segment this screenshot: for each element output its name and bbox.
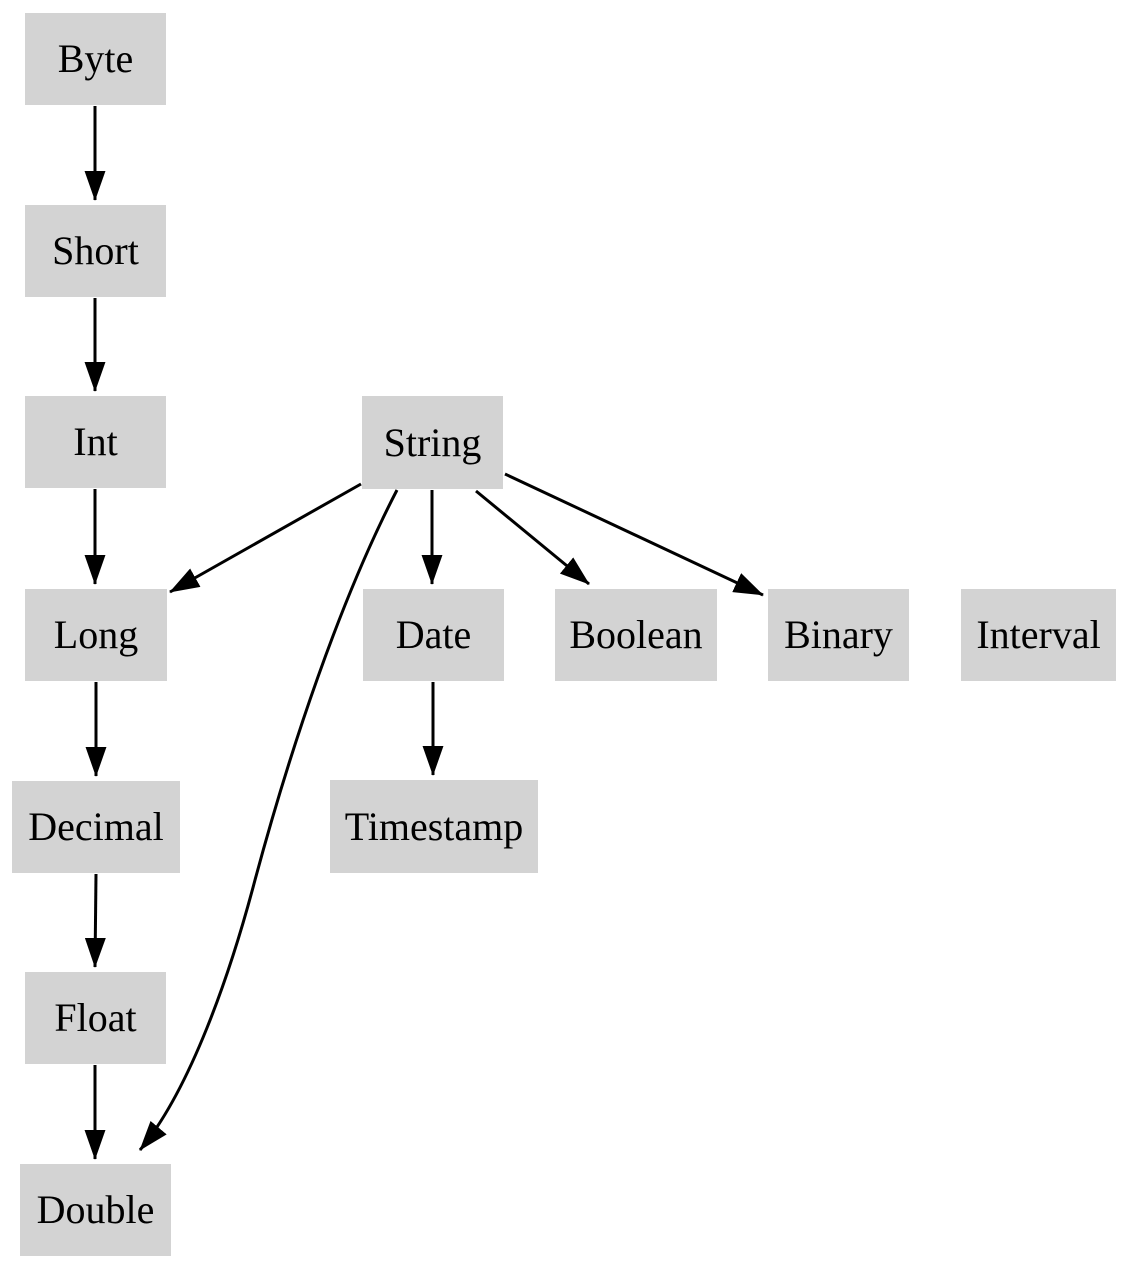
node-label-interval: Interval <box>976 612 1101 657</box>
node-label-long: Long <box>53 612 139 657</box>
node-label-decimal: Decimal <box>28 804 164 849</box>
node-label-boolean: Boolean <box>569 612 703 657</box>
node-label-timestamp: Timestamp <box>344 803 524 849</box>
edge-string-to-double <box>138 489 399 1151</box>
node-boolean: Boolean <box>555 589 717 681</box>
edge-string-to-boolean <box>475 489 590 586</box>
node-short: Short <box>25 205 166 297</box>
node-label-string: String <box>383 419 482 465</box>
node-float: Float <box>25 972 166 1064</box>
node-double: Double <box>20 1164 171 1256</box>
node-label-double: Double <box>36 1187 155 1232</box>
edge-decimal-to-float <box>84 873 106 968</box>
node-label-float: Float <box>54 995 137 1040</box>
node-int: Int <box>25 396 166 488</box>
node-long: Long <box>25 589 167 681</box>
node-byte: Byte <box>25 13 166 105</box>
node-string: String <box>362 396 503 489</box>
node-label-short: Short <box>52 228 139 273</box>
node-timestamp: Timestamp <box>330 780 538 873</box>
node-interval: Interval <box>961 589 1116 681</box>
node-label-byte: Byte <box>57 36 134 81</box>
edge-string-to-binary <box>504 472 764 597</box>
node-label-int: Int <box>73 419 118 464</box>
node-label-binary: Binary <box>784 612 893 657</box>
edge-string-to-long <box>169 482 362 594</box>
node-decimal: Decimal <box>12 781 180 873</box>
node-date: Date <box>363 589 504 681</box>
node-binary: Binary <box>768 589 909 681</box>
node-label-date: Date <box>395 612 472 657</box>
